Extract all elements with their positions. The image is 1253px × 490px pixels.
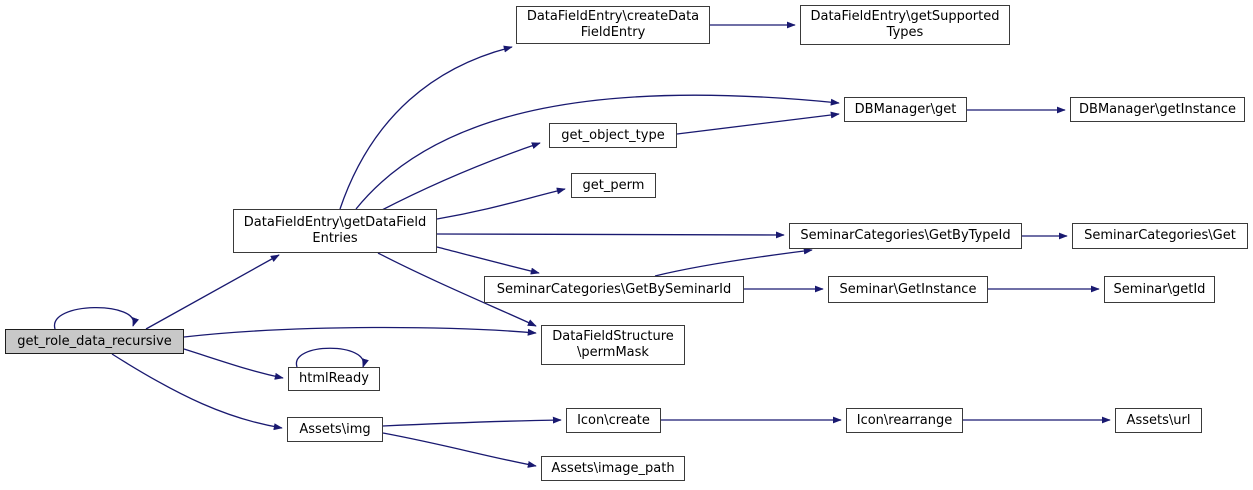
node-label: SeminarCategories\Get <box>1084 228 1236 243</box>
edge-recursive-self-loop <box>54 307 140 330</box>
edge-htmlready-self-loop <box>296 347 369 368</box>
node-get-role-data-recursive-current: get_role_data_recursive <box>5 329 184 354</box>
node-label: SeminarCategories\GetByTypeId <box>800 228 1011 243</box>
node-seminar-getid[interactable]: Seminar\getId <box>1104 276 1215 303</box>
edge-entries-to-get-object-type <box>379 142 541 212</box>
edge-recursive-to-htmlready <box>183 348 284 380</box>
edge-img-to-iconcreate <box>382 416 562 427</box>
edge-entries-to-getbytypeid <box>436 231 785 239</box>
node-getsupportedtypes[interactable]: DataFieldEntry\getSupported Types <box>800 5 1010 45</box>
node-label: Assets\url <box>1126 412 1191 428</box>
edge-getbyseminarid-to-getbytypeid <box>654 247 813 277</box>
node-label: get_perm <box>582 177 645 193</box>
node-label: DBManager\getInstance <box>1079 101 1236 117</box>
node-label: Assets\img <box>299 421 371 437</box>
edge-recursive-to-assets-img <box>111 353 283 431</box>
node-get-object-type[interactable]: get_object_type <box>549 123 677 148</box>
node-icon-create[interactable]: Icon\create <box>566 408 661 433</box>
node-seminarcategories-get[interactable]: SeminarCategories\Get <box>1072 223 1248 249</box>
node-label: \permMask <box>577 345 649 360</box>
node-label: Entries <box>312 231 358 246</box>
node-label: get_role_data_recursive <box>17 333 172 349</box>
node-label: DataFieldEntry\createData <box>526 9 700 24</box>
node-label: get_object_type <box>561 127 665 143</box>
edge-img-to-imagepath <box>382 432 537 468</box>
edge-recursive-to-permmask <box>183 326 537 338</box>
node-label: DataFieldEntry\getSupported <box>810 9 1000 24</box>
node-htmlready[interactable]: htmlReady <box>288 367 380 391</box>
node-icon-rearrange[interactable]: Icon\rearrange <box>846 408 963 433</box>
node-label: DataFieldStructure <box>552 329 674 344</box>
node-label: Seminar\getId <box>1113 281 1206 297</box>
node-label: Assets\image_path <box>551 460 675 476</box>
node-label: FieldEntry <box>580 25 646 40</box>
node-permmask[interactable]: DataFieldStructure \permMask <box>541 325 685 365</box>
node-label: DBManager\get <box>854 101 957 117</box>
node-assets-img[interactable]: Assets\img <box>287 417 383 442</box>
edge-entries-to-get-perm <box>436 187 566 220</box>
edge-objecttype-to-dbget <box>676 111 840 135</box>
node-getbyseminarid[interactable]: SeminarCategories\GetBySeminarId <box>484 276 744 303</box>
node-getbytypeid[interactable]: SeminarCategories\GetByTypeId <box>789 223 1022 249</box>
node-label: Types <box>886 25 924 40</box>
node-label: SeminarCategories\GetBySeminarId <box>496 281 732 297</box>
node-getdatafieldentries[interactable]: DataFieldEntry\getDataField Entries <box>233 209 437 253</box>
node-seminar-getinstance[interactable]: Seminar\GetInstance <box>828 276 988 303</box>
edge-recursive-to-getdatafieldentries <box>145 254 280 330</box>
edge-entries-to-getbyseminarid <box>436 246 540 275</box>
node-dbmanager-getinstance[interactable]: DBManager\getInstance <box>1070 97 1245 122</box>
edge-entries-to-createdatafieldentry <box>339 45 513 210</box>
edge-entries-to-dbmanager-get <box>355 94 840 210</box>
edge-entries-to-permmask <box>377 252 537 327</box>
node-createdatafieldentry[interactable]: DataFieldEntry\createData FieldEntry <box>516 6 710 44</box>
node-label: htmlReady <box>299 371 369 386</box>
node-label: Icon\create <box>577 412 650 428</box>
node-get-perm[interactable]: get_perm <box>571 173 656 198</box>
node-dbmanager-get[interactable]: DBManager\get <box>844 97 967 122</box>
node-label: DataFieldEntry\getDataField <box>243 215 427 230</box>
node-assets-image-path[interactable]: Assets\image_path <box>541 456 685 481</box>
node-label: Icon\rearrange <box>856 412 953 428</box>
node-assets-url[interactable]: Assets\url <box>1115 408 1202 433</box>
node-label: Seminar\GetInstance <box>839 281 977 297</box>
